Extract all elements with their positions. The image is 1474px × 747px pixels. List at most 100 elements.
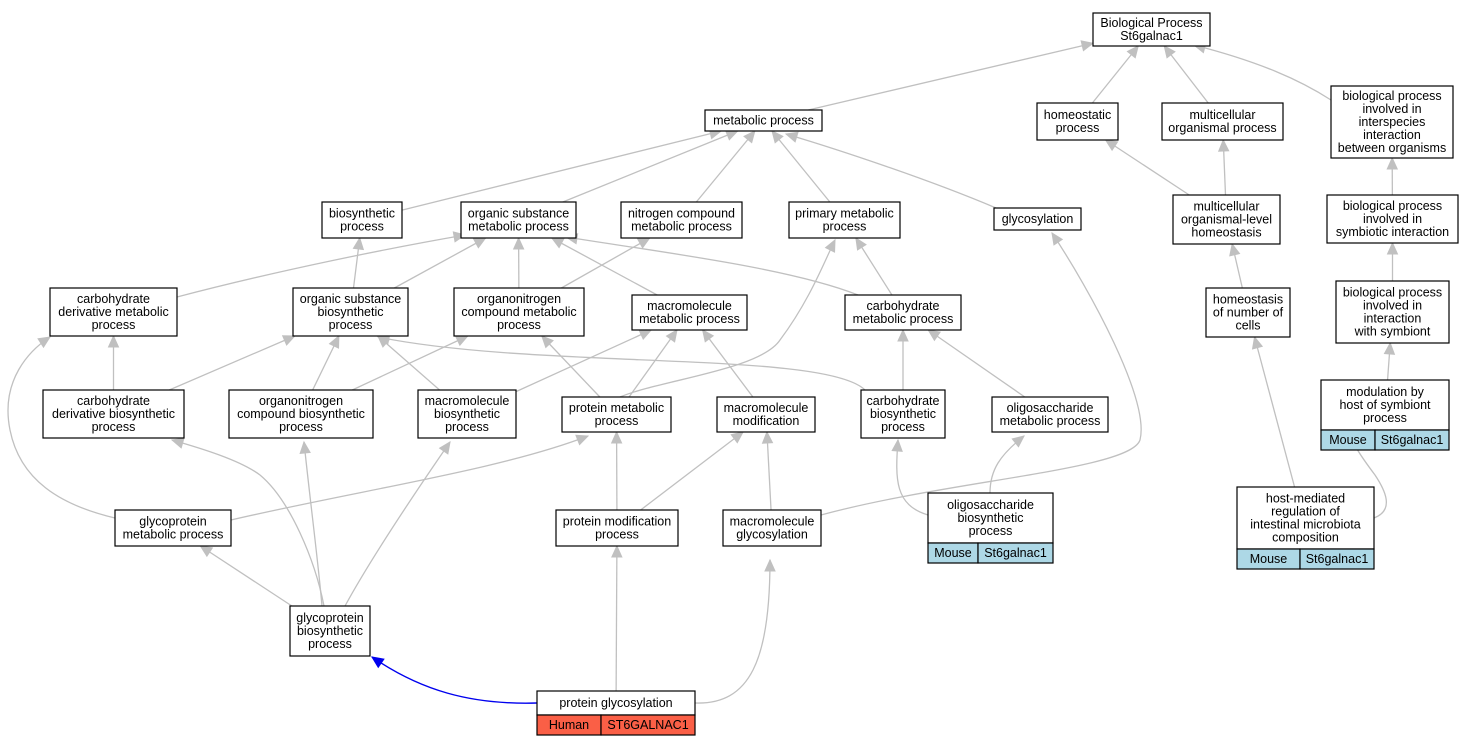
edge-multicell-homeostasis-to-multicellular-arrow: [1217, 138, 1230, 152]
node-label-line: primary metabolic: [795, 207, 894, 221]
edge-oligosaccharide-met-to-carb-met: [927, 329, 1026, 398]
gene-cell: [1374, 429, 1450, 451]
edge-glycoprotein-bio-to-carb-deriv-bio-arrow: [170, 437, 185, 449]
node-label-line: process: [92, 318, 136, 332]
species-label: Human: [549, 718, 589, 732]
node-glycosylation[interactable]: glycosylation: [993, 207, 1082, 231]
node-label-line: metabolic process: [853, 312, 954, 326]
edge-glycoprotein-bio-to-glycoprotein-met-arrow: [199, 545, 214, 558]
edge-multicell-homeostasis-to-homeostatic: [1105, 139, 1190, 196]
gene-cell: [977, 542, 1054, 564]
node-label-line: derivative biosynthetic: [52, 407, 175, 421]
node-label-line: biosynthetic: [870, 407, 936, 421]
edge-organic-substance-met-to-metabolic-arrow: [724, 129, 739, 141]
node-box: [1161, 102, 1284, 141]
node-label-line: homeostasis: [1191, 226, 1261, 240]
edge-macromolecule-mod-to-macromolecule-met-arrow: [701, 329, 715, 343]
edge-glycoprotein-bio-to-macromolecule-bio: [344, 441, 451, 607]
node-label-line: regulation of: [1271, 505, 1340, 519]
edge-organonitrogen-met-to-organic-substance-met-arrow: [512, 236, 525, 250]
edge-macromolecule-bio-to-organic-substance-bio: [377, 335, 441, 391]
gene-label: St6galnac1: [1306, 552, 1369, 566]
edge-carb-deriv-met-to-organic-substance-met: [176, 234, 466, 298]
node-label-line: macromolecule: [425, 394, 510, 408]
node-box: [1236, 486, 1375, 550]
edge-protein-met-to-macromolecule-met-arrow: [665, 329, 678, 343]
node-label-line: glycosylation: [736, 528, 808, 542]
node-label-line: process: [595, 528, 639, 542]
node-box: [1092, 12, 1211, 47]
node-label-line: involved in: [1363, 212, 1422, 226]
node-label-line: biosynthetic: [317, 305, 383, 319]
node-label-line: process: [881, 420, 925, 434]
edge-glycoprotein-bio-to-glycoprotein-met: [200, 545, 293, 607]
node-label-line: organismal process: [1168, 121, 1276, 135]
edges-layer: [7, 40, 1399, 704]
node-label-line: interaction: [1364, 312, 1422, 326]
edge-glycoprotein-bio-to-organonitrogen-bio-arrow: [299, 440, 311, 455]
node-label-line: metabolic process: [639, 312, 740, 326]
edge-multicellular-to-bp-root: [1163, 45, 1209, 104]
node-label-line: interaction: [1363, 128, 1421, 142]
node-label-line: of number of: [1213, 306, 1284, 320]
node-box: [1205, 287, 1291, 338]
node-label-line: St6galnac1: [1120, 29, 1183, 43]
edge-protein-mod-to-protein-met-arrow: [610, 430, 623, 444]
node-box: [788, 201, 901, 239]
node-box: [1036, 102, 1119, 141]
edge-macromolecule-glyco-to-glycosylation-arrow: [1051, 231, 1064, 246]
edge-protein-glyco-to-macromolecule-glyco: [694, 559, 771, 704]
edge-interspecies-to-bp-root: [1193, 44, 1332, 101]
node-label-line: organic substance: [300, 292, 402, 306]
node-label-line: protein metabolic: [569, 401, 664, 415]
node-metabolic[interactable]: metabolic process: [704, 109, 823, 132]
node-label-line: biosynthetic: [297, 624, 363, 638]
edge-organic-substance-met-to-metabolic: [562, 130, 738, 203]
node-label-line: compound metabolic: [461, 305, 576, 319]
node-box: [292, 287, 409, 337]
edge-metabolic-to-bp-root: [808, 42, 1094, 111]
node-box: [860, 389, 946, 439]
edge-macromolecule-glyco-to-macromolecule-mod: [766, 431, 772, 511]
node-label-line: organismal-level: [1181, 213, 1272, 227]
node-box: [561, 396, 672, 433]
gene-label: St6galnac1: [984, 546, 1047, 560]
gene-cell: [600, 714, 696, 736]
node-box: [1335, 280, 1450, 344]
edge-glycosylation-to-metabolic: [785, 133, 997, 209]
node-label-line: biological process: [1342, 89, 1441, 103]
